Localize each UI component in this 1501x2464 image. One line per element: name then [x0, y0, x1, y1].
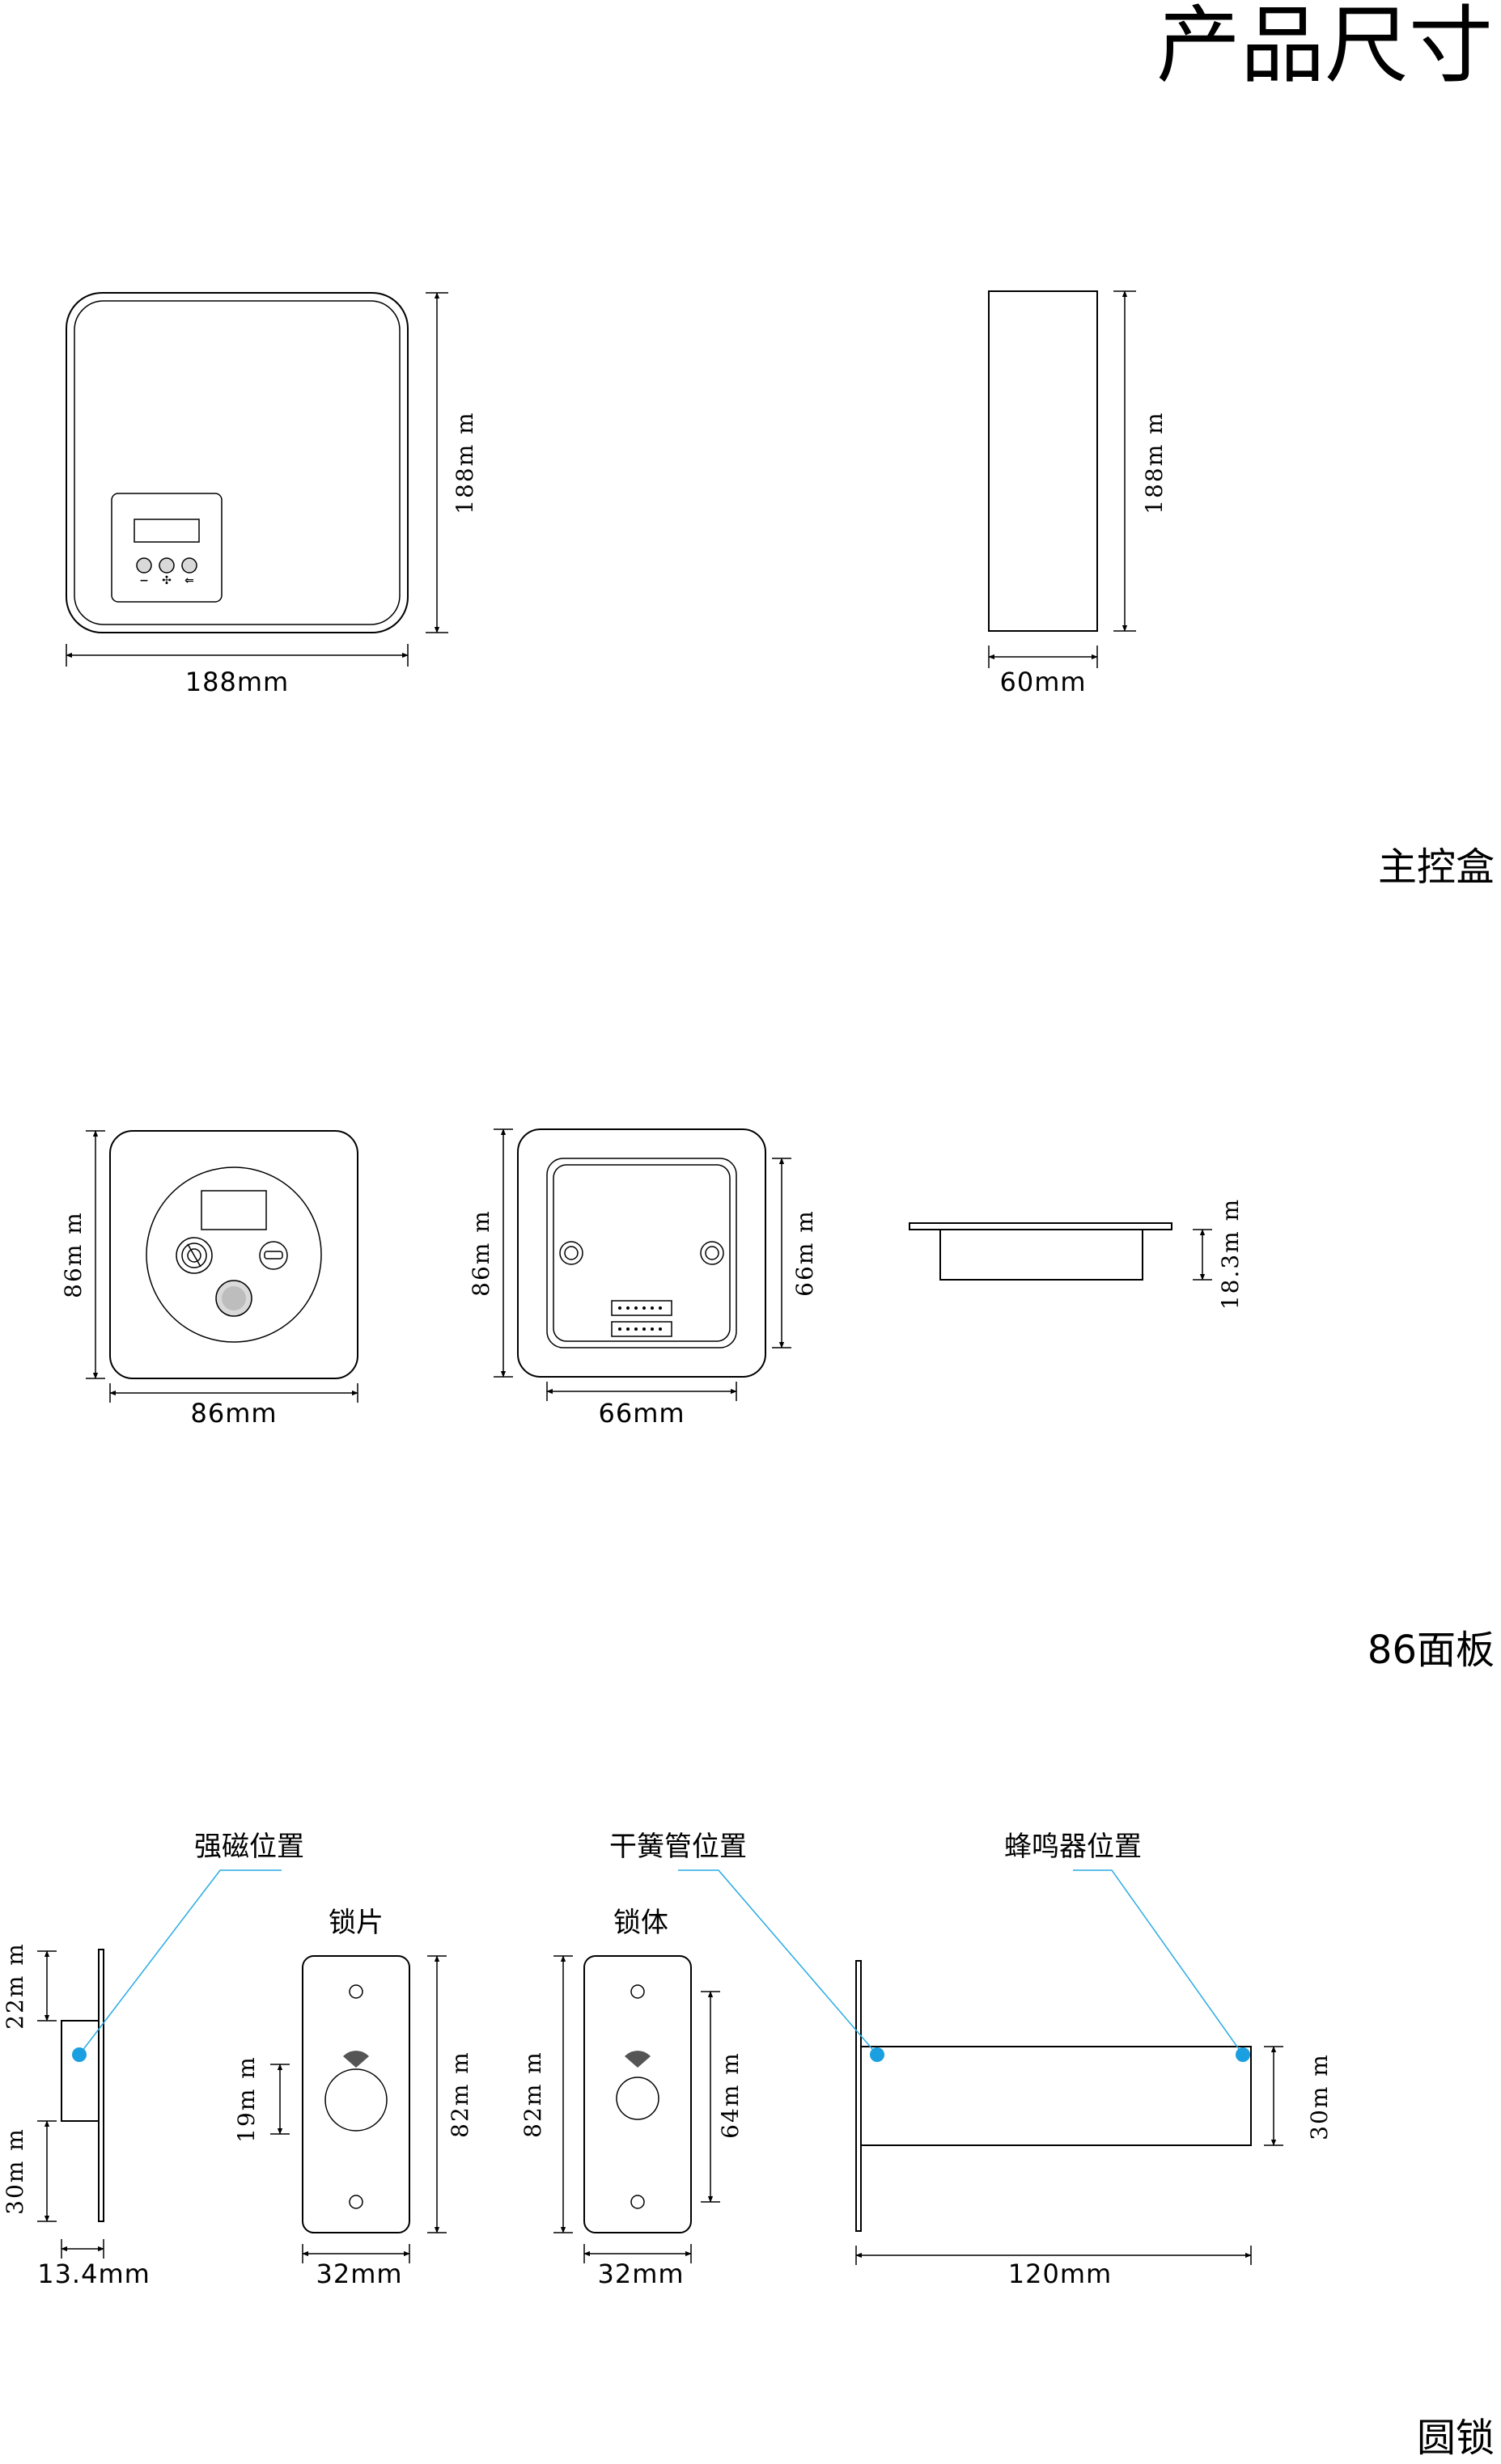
section-title-panel-86: 86面板 — [1367, 1628, 1495, 1673]
panel-width-label: 86mm — [190, 1398, 277, 1429]
main-box-side-view: 60mm 188m m — [988, 290, 1168, 697]
buzzer-position-label: 蜂鸣器位置 — [1004, 1831, 1142, 1863]
reed-switch-position-label: 干簧管位置 — [609, 1831, 747, 1863]
minus-icon: − — [139, 574, 149, 587]
buzzer-marker — [1236, 2047, 1250, 2062]
lock-side-height-label: 30m m — [1306, 2053, 1333, 2140]
card-slot-icon — [259, 1241, 288, 1270]
panel-front-view: 86mm 86m m — [60, 1130, 358, 1429]
plate-width-label: 32mm — [316, 2259, 402, 2289]
panel-height-label: 86m m — [60, 1211, 87, 1298]
keypad-button-back — [181, 557, 197, 574]
magnet-position-label: 强磁位置 — [194, 1831, 304, 1863]
keypad-module: − ✣ ⇐ — [111, 493, 223, 603]
lock-plate-view: 19m m 82m m 32mm — [233, 1955, 473, 2289]
magnet-side-view: 22m m 30m m 13.4mm — [2, 1869, 282, 2289]
magnet-top-offset-label: 22m m — [2, 1942, 28, 2030]
back-arrow-icon: ⇐ — [184, 574, 194, 587]
panel-back-view: 66mm 86m m 66m m — [468, 1128, 818, 1429]
panel-display — [201, 1190, 267, 1230]
lock-body-label: 锁体 — [613, 1907, 668, 1939]
body-inner-dimension-label: 64m m — [717, 2051, 744, 2139]
main-box-height-label: 188m m — [452, 411, 478, 514]
plate-height-label: 82m m — [447, 2051, 473, 2138]
fingerprint-icon — [176, 1237, 213, 1274]
signal-icon — [625, 2051, 651, 2068]
main-box-front-view: − ✣ ⇐ 188mm 188m m — [66, 292, 478, 697]
lock-side-length-label: 120mm — [1008, 2259, 1112, 2289]
reed-switch-marker — [870, 2047, 884, 2062]
panel-back-outer-height-label: 86m m — [468, 1209, 494, 1297]
main-box-depth-label: 60mm — [999, 667, 1086, 697]
body-height-label: 82m m — [519, 2051, 546, 2138]
main-box-side-height-label: 188m m — [1141, 411, 1168, 514]
panel-back-width-label: 66mm — [598, 1398, 685, 1429]
keypad-button-minus — [136, 557, 152, 574]
set-icon: ✣ — [162, 574, 172, 587]
connector-block — [611, 1300, 672, 1337]
screw-hole-right — [700, 1241, 724, 1265]
lock-side-view: 30m m 120mm — [678, 1869, 1333, 2289]
main-box-width-label: 188mm — [185, 667, 289, 697]
body-width-label: 32mm — [597, 2259, 684, 2289]
signal-icon — [343, 2051, 369, 2068]
plate-inner-dimension-label: 19m m — [233, 2055, 260, 2143]
page-title: 产品尺寸 — [1156, 0, 1493, 95]
panel-depth-label: 18.3m m — [1217, 1198, 1244, 1310]
keypad-button-set — [159, 557, 175, 574]
magnet-width-label: 13.4mm — [37, 2259, 151, 2289]
magnet-bottom-offset-label: 30m m — [2, 2127, 28, 2215]
section-title-main-box: 主控盒 — [1378, 845, 1495, 890]
lock-plate-label: 锁片 — [329, 1907, 384, 1939]
magnet-marker — [72, 2047, 87, 2062]
section-title-round-lock: 圆锁 — [1417, 2415, 1495, 2461]
screw-hole-left — [559, 1241, 583, 1265]
lock-body-view: 82m m 64m m 32mm — [519, 1955, 744, 2289]
panel-side-view: 18.3m m — [909, 1198, 1244, 1310]
panel-back-inner-height-label: 66m m — [791, 1209, 818, 1297]
